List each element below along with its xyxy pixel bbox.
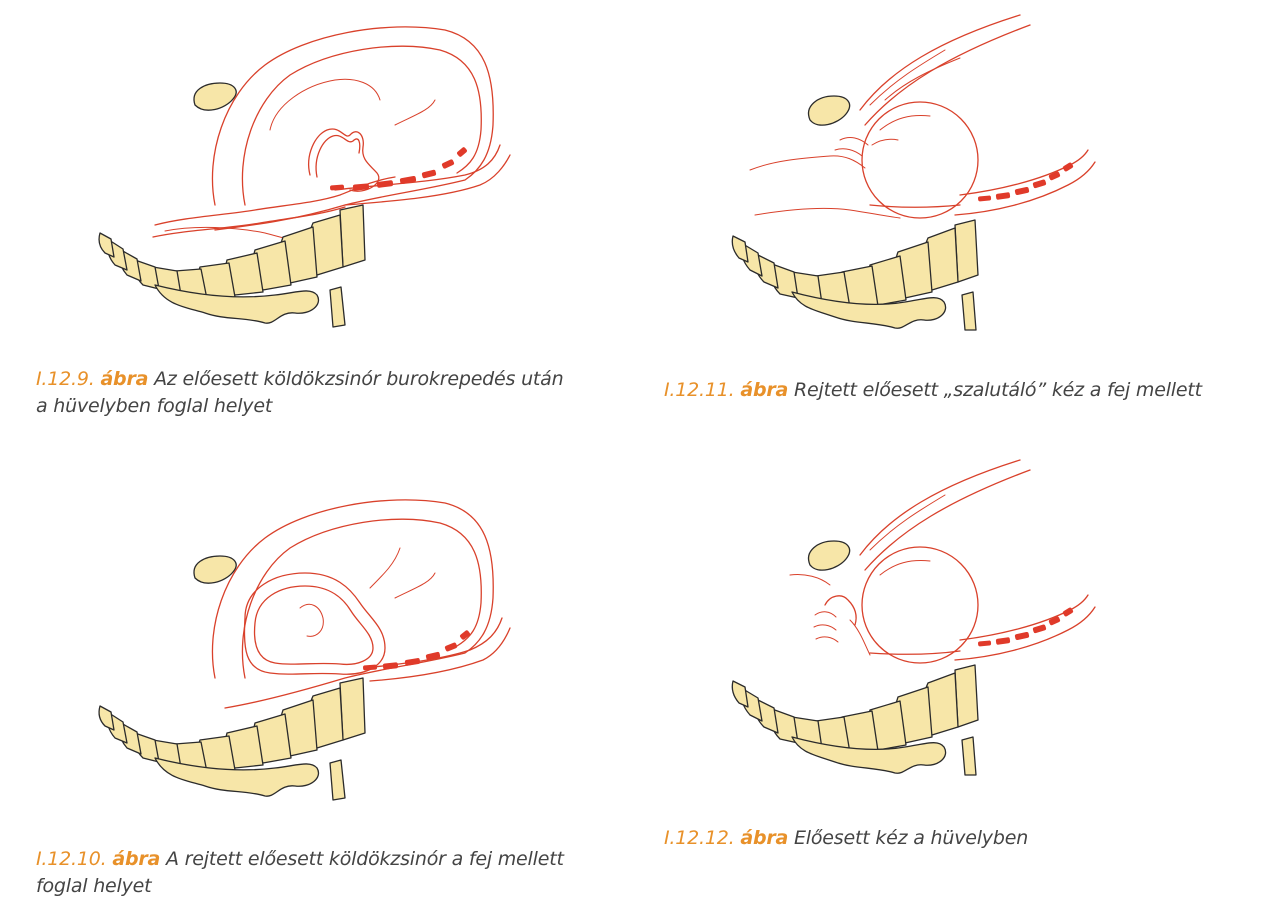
sacrum-vertebra bbox=[339, 204, 366, 268]
figure-label-number: I.12.12. bbox=[664, 827, 735, 849]
ischium-bone bbox=[791, 736, 947, 774]
uterus-outline bbox=[211, 499, 494, 709]
figure-label-number: I.12.11. bbox=[664, 379, 735, 401]
ischium-bone bbox=[154, 757, 320, 797]
pubic-bone bbox=[808, 540, 851, 571]
caption-line-1: A rejtett előesett köldökzsinór a fej me… bbox=[166, 848, 564, 870]
caption-line-1: Előesett kéz a hüvelyben bbox=[794, 827, 1029, 849]
figure-12-12-caption: I.12.12. ábra Előesett kéz a hüvelyben bbox=[664, 825, 1264, 852]
figure-12-10-illustration bbox=[95, 478, 515, 808]
figure-12-12-illustration bbox=[730, 455, 1110, 785]
figure-label-word: ábra bbox=[112, 848, 161, 870]
figure-12-10-label: I.12.10. ábra bbox=[36, 848, 160, 870]
ischium-bone bbox=[154, 284, 320, 324]
sacrum-vertebra bbox=[954, 219, 979, 283]
pubic-bone bbox=[193, 555, 237, 584]
figure-label-word: ábra bbox=[100, 368, 149, 390]
ischium-bone bbox=[791, 291, 947, 329]
saluting-hand bbox=[839, 137, 869, 146]
pubic-bone bbox=[193, 82, 237, 111]
figure-label-number: I.12.9. bbox=[36, 368, 95, 390]
figure-12-9-caption: I.12.9. ábra Az előesett köldökzsinór bu… bbox=[36, 366, 636, 420]
pubic-bone bbox=[808, 95, 851, 126]
figure-12-11-label: I.12.11. ábra bbox=[664, 379, 788, 401]
figure-12-12-label: I.12.12. ábra bbox=[664, 827, 788, 849]
caption-line-2: a hüvelyben foglal helyet bbox=[36, 395, 273, 417]
fetal-head bbox=[861, 546, 979, 664]
head-saluting-hand-illustration bbox=[731, 14, 1096, 331]
figure-12-9-label: I.12.9. ábra bbox=[36, 368, 148, 390]
figure-12-9-illustration bbox=[95, 5, 515, 335]
head-hand-in-vagina-illustration bbox=[731, 459, 1096, 776]
fetal-head bbox=[861, 101, 979, 219]
sacrum-vertebra bbox=[954, 664, 979, 728]
figure-12-11-caption: I.12.11. ábra Rejtett előesett „szalutál… bbox=[664, 377, 1264, 404]
uterus-cord-illustration bbox=[98, 26, 511, 328]
figure-label-word: ábra bbox=[740, 379, 789, 401]
uterus-outline bbox=[211, 26, 494, 231]
figure-label-number: I.12.10. bbox=[36, 848, 107, 870]
caption-line-1: Az előesett köldökzsinór burokrepedés ut… bbox=[154, 368, 564, 390]
caption-line-1: Rejtett előesett „szalutáló” kéz a fej m… bbox=[794, 379, 1202, 401]
prolapsed-hand bbox=[824, 595, 857, 626]
figure-12-11-illustration bbox=[730, 10, 1110, 331]
figure-label-word: ábra bbox=[740, 827, 789, 849]
umbilical-cord bbox=[308, 128, 380, 192]
uterus-inner bbox=[241, 45, 482, 206]
caption-line-2: foglal helyet bbox=[36, 875, 152, 897]
figure-12-10-caption: I.12.10. ábra A rejtett előesett köldökz… bbox=[36, 846, 636, 900]
sacrum-vertebra bbox=[339, 677, 366, 741]
umbilical-cord-loop bbox=[243, 572, 386, 675]
uterus-hidden-cord-illustration bbox=[98, 499, 511, 801]
uterus-inner bbox=[241, 518, 482, 679]
